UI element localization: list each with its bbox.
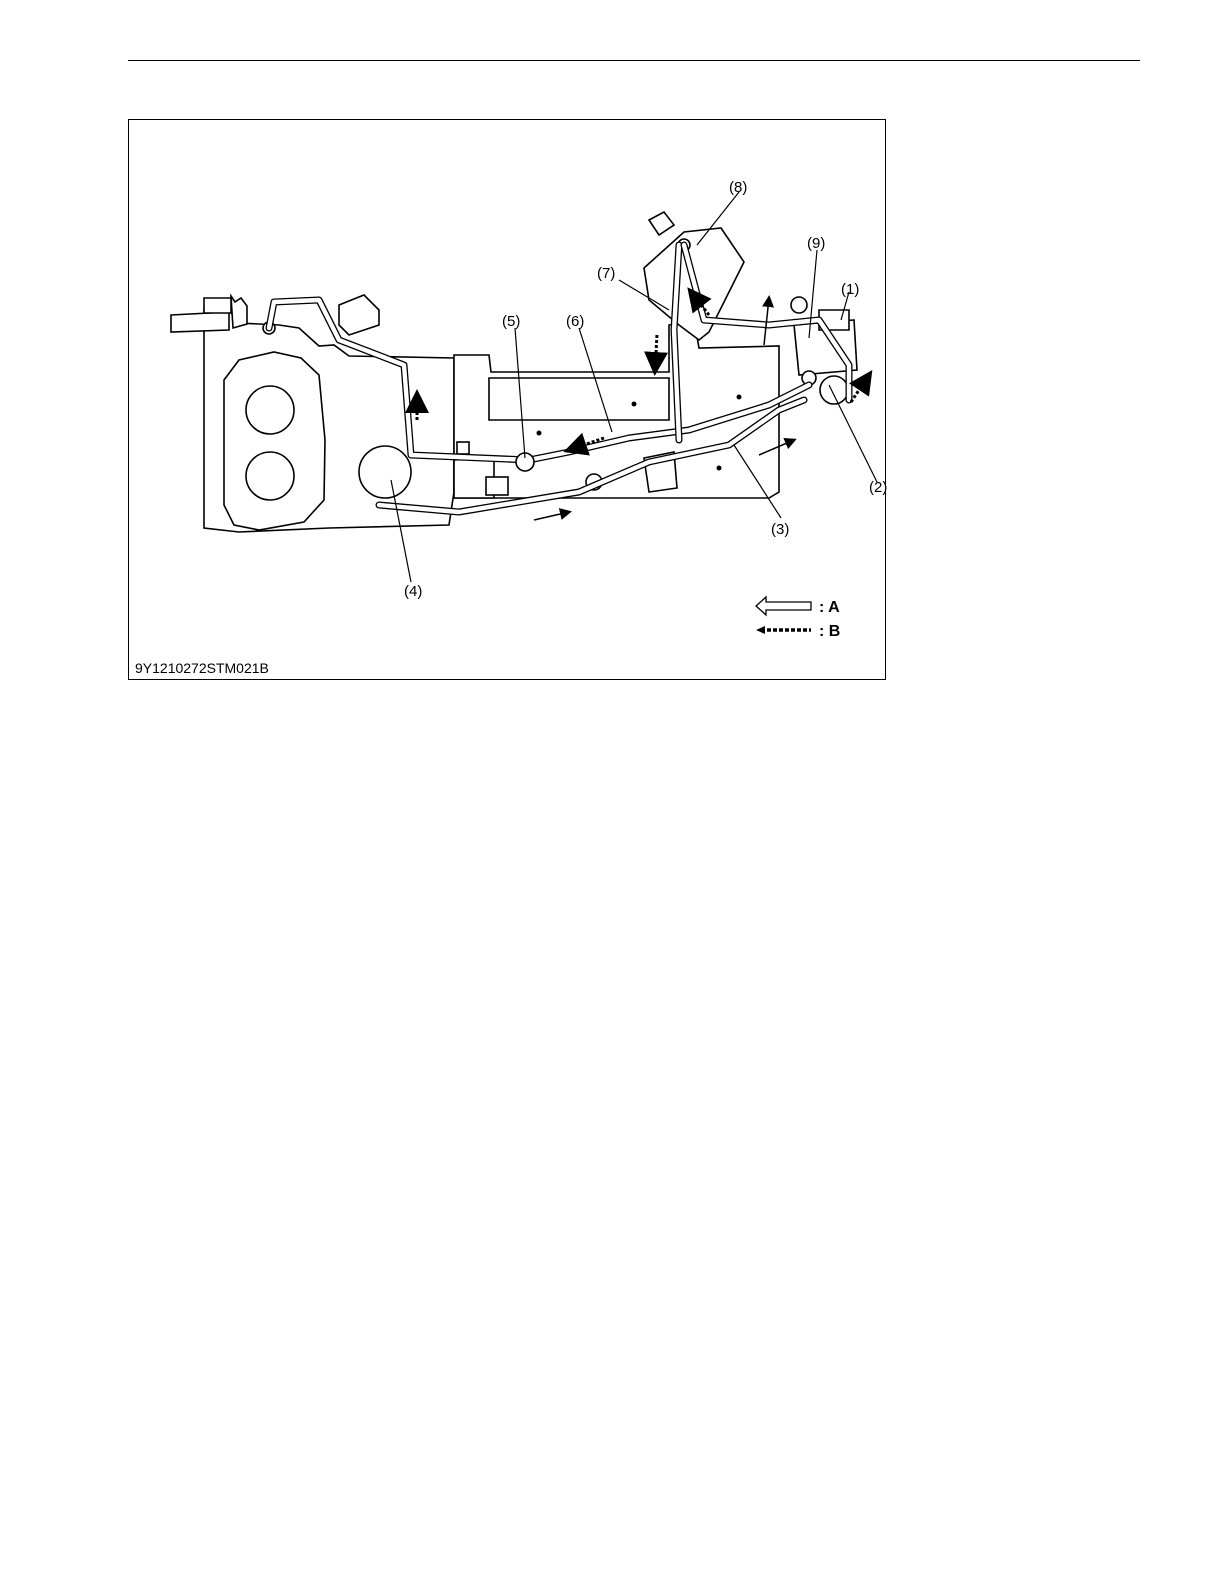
legend-label-b: : B: [819, 623, 840, 640]
callout-6: (6): [566, 313, 584, 330]
callout-8: (8): [729, 179, 747, 196]
figure-frame: (1) (2) (3) (4) (5) (6) (7) (8) (9) : A …: [128, 119, 886, 680]
hollow-arrow-icon: [756, 597, 811, 615]
callout-1: (1): [841, 281, 859, 298]
callout-5: (5): [502, 313, 520, 330]
engine-block: [171, 295, 454, 532]
legend: : A : B: [756, 597, 840, 640]
legend-label-a: : A: [819, 599, 840, 616]
callout-3: (3): [771, 521, 789, 538]
callout-7: (7): [597, 265, 615, 282]
figure-code: 9Y1210272STM021B: [135, 660, 269, 676]
header-rule: [128, 60, 1140, 61]
transmission-frame: [454, 320, 779, 498]
callout-2: (2): [869, 479, 887, 496]
callout-9: (9): [807, 235, 825, 252]
dotted-arrow-icon: [756, 626, 811, 634]
hydraulic-circuit-diagram: (1) (2) (3) (4) (5) (6) (7) (8) (9) : A …: [129, 120, 887, 681]
oil-filter: [359, 446, 411, 498]
callout-4: (4): [404, 583, 422, 600]
